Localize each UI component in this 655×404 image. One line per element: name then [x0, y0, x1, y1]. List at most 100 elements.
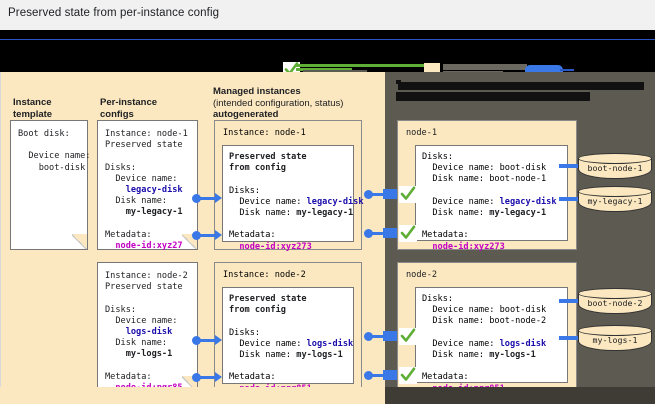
node1-blank2	[422, 219, 427, 229]
node2-title: node-2	[406, 270, 438, 280]
node1-title: node-1	[406, 128, 438, 138]
disk-top	[578, 288, 652, 299]
cfg1-metadata-value: node-id:xyz273	[105, 241, 188, 252]
per-instance-config-card-node-1: Instance: node-1 Preserved state Disks: …	[97, 120, 198, 252]
column-heading-per-instance-configs: Per-instance configs	[100, 97, 157, 120]
node1-extra-diskname-label: Disk name:	[422, 208, 490, 219]
connector-arrow-cfg1-disk	[215, 193, 222, 203]
instance-template-card: Boot disk: Device name: boot-disk	[10, 120, 91, 250]
cfg2-metadata-label: Metadata:	[105, 371, 152, 382]
mi1-diskname-label: Disk name:	[229, 208, 297, 219]
cfg2-device-label: Device name:	[105, 315, 178, 326]
connector-line-cfg1-disk	[199, 197, 215, 200]
tpl-line4: boot-disk	[18, 162, 86, 173]
per-instance-config-card-node-2: Instance: node-2 Preserved state Disks: …	[97, 262, 198, 393]
column-heading-managed-instances: Managed instances (intended configuratio…	[213, 86, 343, 121]
cfg2-blank1	[105, 293, 110, 303]
green-check-icon-node2-disk	[399, 328, 417, 345]
connector-block-mi1-meta	[383, 228, 397, 238]
legend-green-line-2	[296, 68, 352, 71]
connector-dot-cfg2-meta	[192, 373, 201, 382]
mi1-metadata-value: node-id:xyz273	[229, 241, 312, 252]
node1-disks-label: Disks:	[422, 152, 454, 162]
disk-label: my-logs-1	[592, 335, 638, 345]
tpl-blank	[18, 140, 23, 150]
mi2-preserved1: Preserved state	[229, 294, 307, 304]
node1-boot-diskname: Disk name: boot-node-1	[422, 174, 547, 185]
legend-green-line-1	[296, 64, 430, 67]
mi1-device-value: legacy-disk	[306, 196, 364, 207]
connector-line-mi1-meta	[371, 232, 385, 235]
green-check-icon	[283, 62, 300, 72]
legend-band	[0, 30, 655, 72]
connector-block-mi2-disk	[383, 331, 397, 341]
mi2-blank1	[229, 316, 234, 326]
col-configs-line1: Per-instance	[100, 97, 158, 108]
node1-extra-device-value: legacy-disk	[499, 196, 557, 207]
node1-metadata-label: Metadata:	[422, 230, 469, 241]
right-panel-heading-redacted-line-1	[398, 82, 644, 90]
cfg1-blank2	[105, 219, 110, 229]
node1-boot-device: Device name: boot-disk	[422, 163, 547, 174]
mi1-blank1	[229, 174, 234, 184]
node2-extra-diskname-value: my-logs-1	[489, 350, 536, 361]
node2-body: Disks: Device name: boot-disk Disk name:…	[415, 287, 568, 394]
cfg2-diskname-label: Disk name:	[105, 338, 168, 349]
mi1-preserved1: Preserved state	[229, 152, 307, 162]
cfg1-header1: Instance: node-1	[105, 129, 188, 139]
caption-text: Preserved state from per-instance config	[8, 7, 220, 19]
cfg2-device-value: logs-disk	[105, 327, 173, 338]
mi1-preserved2: from config	[229, 163, 286, 174]
cfg2-disks-label: Disks:	[105, 304, 137, 315]
mi1-title: Instance: node-1	[223, 128, 306, 138]
disk-cylinder-my-logs-1: my-logs-1	[578, 325, 652, 351]
cfg1-device-label: Device name:	[105, 173, 178, 184]
cfg2-blank2	[105, 361, 110, 371]
connector-line-mi1-disk	[371, 193, 385, 196]
disk-label: my-legacy-1	[587, 196, 643, 206]
node2-extra-diskname-label: Disk name:	[422, 350, 490, 361]
legend-redacted-text-3	[443, 71, 503, 72]
legend-redacted-text-2	[443, 64, 527, 70]
connector-line-mi2-disk	[371, 335, 385, 338]
mi2-device-label: Device name:	[229, 338, 307, 349]
disk-top	[578, 186, 652, 197]
node2-boot-device: Device name: boot-disk	[422, 305, 547, 316]
connector-block-mi1-disk	[383, 189, 397, 199]
tpl-line3: Device name:	[18, 151, 91, 162]
mi2-preserved2: from config	[229, 305, 286, 316]
connector-line-mi2-meta	[371, 374, 385, 377]
node1-body: Disks: Device name: boot-disk Disk name:…	[415, 145, 568, 252]
col-configs-line2: configs	[100, 108, 134, 120]
mi2-diskname-label: Disk name:	[229, 350, 297, 361]
legend-blue-tail	[560, 69, 574, 71]
connector-line-node2-bootdisk	[559, 299, 578, 303]
mi2-body: Preserved state from config Disks: Devic…	[222, 287, 354, 394]
cfg1-disks-label: Disks:	[105, 162, 137, 173]
cfg1-metadata-label: Metadata:	[105, 229, 152, 240]
managed-instance-card-node-2: Instance: node-2 Preserved state from co…	[214, 262, 362, 394]
col-template-line2: template	[13, 108, 53, 120]
connector-line-node1-legacydisk	[559, 197, 578, 201]
mi1-disks-label: Disks:	[229, 185, 261, 196]
cfg1-diskname-label: Disk name:	[105, 196, 168, 207]
green-check-icon-node1-disk	[399, 186, 417, 203]
legend-redacted-text-1	[303, 70, 367, 72]
legend-swatch-cream	[424, 63, 440, 72]
disk-top	[578, 325, 652, 336]
node1-extra-device-label: Device name:	[422, 196, 500, 207]
col-template-line1: Instance	[13, 97, 52, 108]
mi2-disks-label: Disks:	[229, 327, 261, 338]
disk-cylinder-boot-node-2: boot-node-2	[578, 288, 652, 314]
right-panel-heading-redacted-line-2	[396, 92, 590, 101]
mi2-device-value: logs-disk	[306, 338, 354, 349]
node-card-node-1: node-1 Disks: Device name: boot-disk Dis…	[397, 120, 577, 252]
connector-dot-cfg1-disk	[192, 194, 201, 203]
connector-dot-mi2-disk	[364, 332, 373, 341]
connector-dot-mi1-meta	[364, 229, 373, 238]
disk-label: boot-node-1	[587, 163, 643, 173]
node-card-node-2: node-2 Disks: Device name: boot-disk Dis…	[397, 262, 577, 394]
cfg1-header2: Preserved state	[105, 140, 183, 151]
col-managed-line2: (intended configuration, status)	[213, 97, 344, 109]
node1-extra-diskname-value: my-legacy-1	[489, 208, 547, 219]
